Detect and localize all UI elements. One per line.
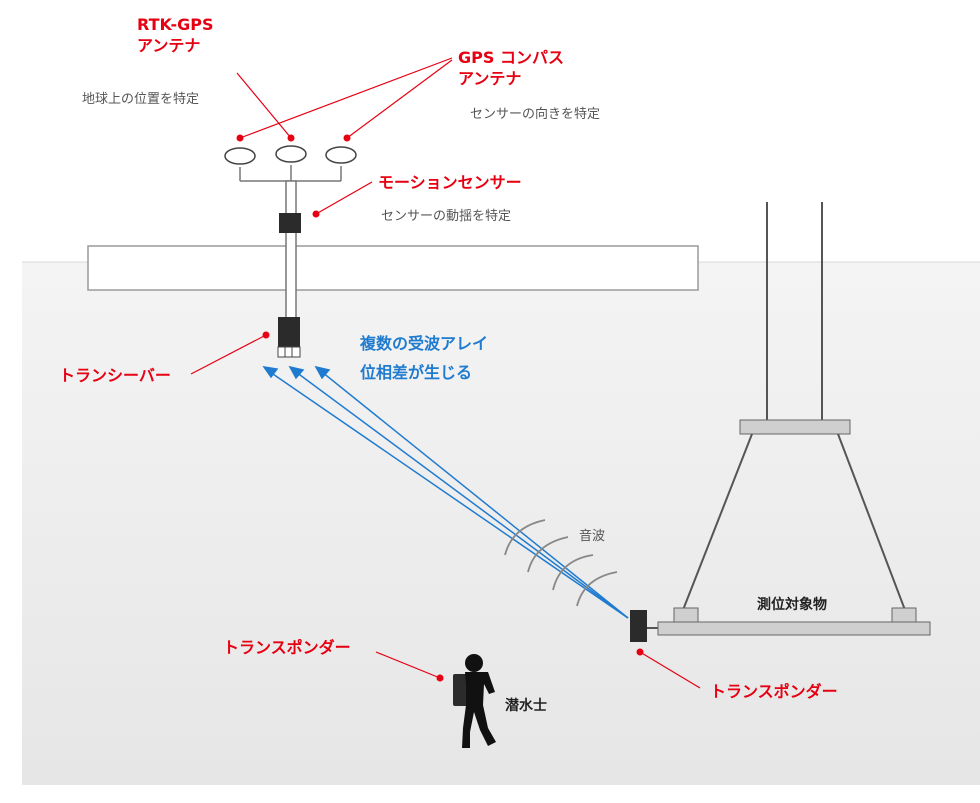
transponder-target-label: トランスポンダー: [710, 682, 838, 701]
receiver-array-label-line2: 位相差が生じる: [360, 363, 472, 382]
diver-icon: [453, 654, 496, 748]
sound-wave-label: 音波: [579, 528, 605, 544]
sound-wave-arcs: [504, 519, 618, 607]
motion-sensor-description: センサーの動揺を特定: [381, 209, 511, 224]
gps-compass-label-line2: アンテナ: [458, 69, 521, 88]
transponder-diver-label: トランスポンダー: [223, 638, 351, 657]
pointer-dots: [236, 134, 644, 682]
antenna-icon: [275, 145, 307, 163]
diver-label: 潜水士: [505, 697, 547, 714]
acoustic-rays: [262, 365, 629, 619]
rtk-gps-label-line1: RTK-GPS: [137, 15, 214, 34]
motion-sensor-label: モーションセンサー: [378, 173, 522, 192]
receiver-array-label-line1: 複数の受波アレイ: [359, 334, 488, 353]
gps-compass-description: センサーの向きを特定: [470, 106, 600, 122]
rtk-gps-description: 地球上の位置を特定: [82, 92, 199, 107]
antenna-icon: [224, 147, 256, 165]
target-structure: [657, 202, 931, 636]
transceiver-label: トランシーバー: [59, 366, 171, 385]
vessel-hull: [87, 245, 699, 291]
leader-lines: [190, 57, 701, 689]
gps-compass-label-line1: GPS コンパス: [458, 48, 564, 67]
rtk-gps-label-line2: アンテナ: [137, 36, 200, 55]
motion-sensor-icon: [279, 213, 301, 233]
target-object-label: 測位対象物: [757, 596, 827, 613]
antenna-icon: [325, 146, 357, 164]
transponder-icon: [630, 610, 647, 642]
transceiver-icon: [277, 317, 301, 358]
